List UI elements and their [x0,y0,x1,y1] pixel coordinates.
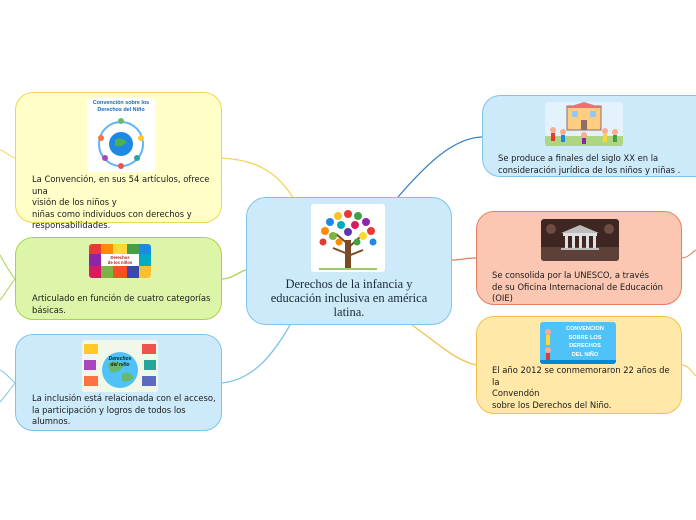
tree-of-hands-icon [311,204,385,272]
outer-stub-left-4 [0,369,16,384]
colorful-hands-grid-icon: Derechos de los niños [89,244,151,278]
unesco-building-icon [541,219,619,261]
central-title: Derechos de la infancia y educación incl… [270,277,428,319]
un-emblem-children-icon: Convención sobre los Derechos del Niño [87,98,155,172]
2012-text: El año 2012 se conmemoraron 22 años de l… [492,365,670,410]
connector-unesco [451,257,477,261]
categorias-text: Articulado en función de cuatro categorí… [32,293,211,315]
outer-stub-right-1 [681,249,696,259]
outer-stub-left-1 [0,149,16,159]
connector-2012 [411,324,477,366]
convencion-image-caption: Convención sobre los Derechos del Niño [92,100,150,113]
node-unesco[interactable]: Se consolida por la UNESCO, a través de … [476,211,682,305]
connector-sigloxx [397,136,483,198]
2012-image-caption: CONVENCION SOBRE LOS DERECHOS DEL NIÑO [566,326,604,358]
convencion-text: La Convención, en sus 54 artículos, ofre… [32,174,210,230]
node-2012[interactable]: CONVENCION SOBRE LOS DERECHOS DEL NIÑO E… [476,316,682,414]
unesco-text: Se consolida por la UNESCO, a través de … [492,270,663,303]
sigloxx-text: Se produce a finales del siglo XX en la … [498,153,681,175]
node-inclusion[interactable]: Derechos del niño La inclusión está rela… [15,334,222,431]
categorias-image-caption: Derechos de los niños [107,255,133,265]
node-convencion[interactable]: Convención sobre los Derechos del Niño L… [15,92,222,230]
central-topic[interactable]: Derechos de la infancia y educación incl… [246,197,452,325]
node-categorias[interactable]: Derechos de los niños Articulado en func… [15,237,222,320]
connector-categorias [221,269,247,280]
connector-inclusion [221,324,291,384]
school-children-icon [545,102,623,146]
outer-stub-right-2 [681,364,696,377]
globe-children-icon: Derechos del niño [82,340,158,392]
convention-banner-icon: CONVENCION SOBRE LOS DERECHOS DEL NIÑO [540,322,616,364]
outer-stub-left-5 [0,382,16,403]
inclusion-text: La inclusión está relacionada con el acc… [32,393,216,426]
outer-stub-left-2 [0,254,16,280]
node-sigloxx[interactable]: Se produce a finales del siglo XX en la … [482,95,696,177]
inclusion-image-caption: Derechos del niño [108,356,132,368]
outer-stub-left-3 [0,278,16,301]
